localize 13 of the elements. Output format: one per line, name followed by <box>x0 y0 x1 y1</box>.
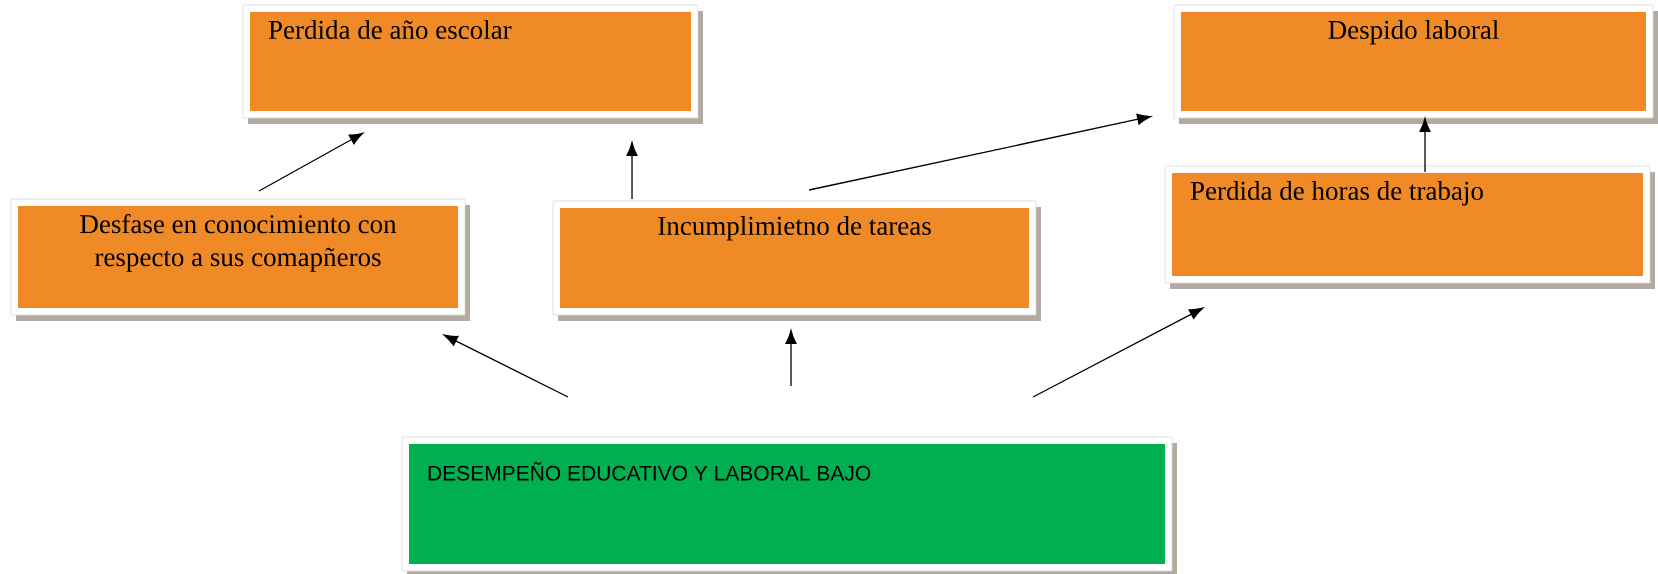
process-box: Despido laboral <box>1173 4 1658 124</box>
arrow <box>1419 118 1431 173</box>
arrow <box>1032 307 1204 398</box>
process-box: Perdida de horas de trabajo <box>1164 165 1655 289</box>
problem-box: DESEMPEÑO EDUCATIVO Y LABORAL BAJO <box>401 436 1177 574</box>
arrow <box>808 113 1152 191</box>
process-box: Perdida de año escolar <box>242 4 703 124</box>
arrow <box>443 334 569 398</box>
process-box: Desfase en conocimiento con respecto a sus comapñeros <box>10 198 470 321</box>
arrow <box>785 330 797 387</box>
arrow <box>258 132 364 192</box>
process-box: Incumplimietno de tareas <box>552 200 1041 321</box>
arrow <box>626 142 638 200</box>
